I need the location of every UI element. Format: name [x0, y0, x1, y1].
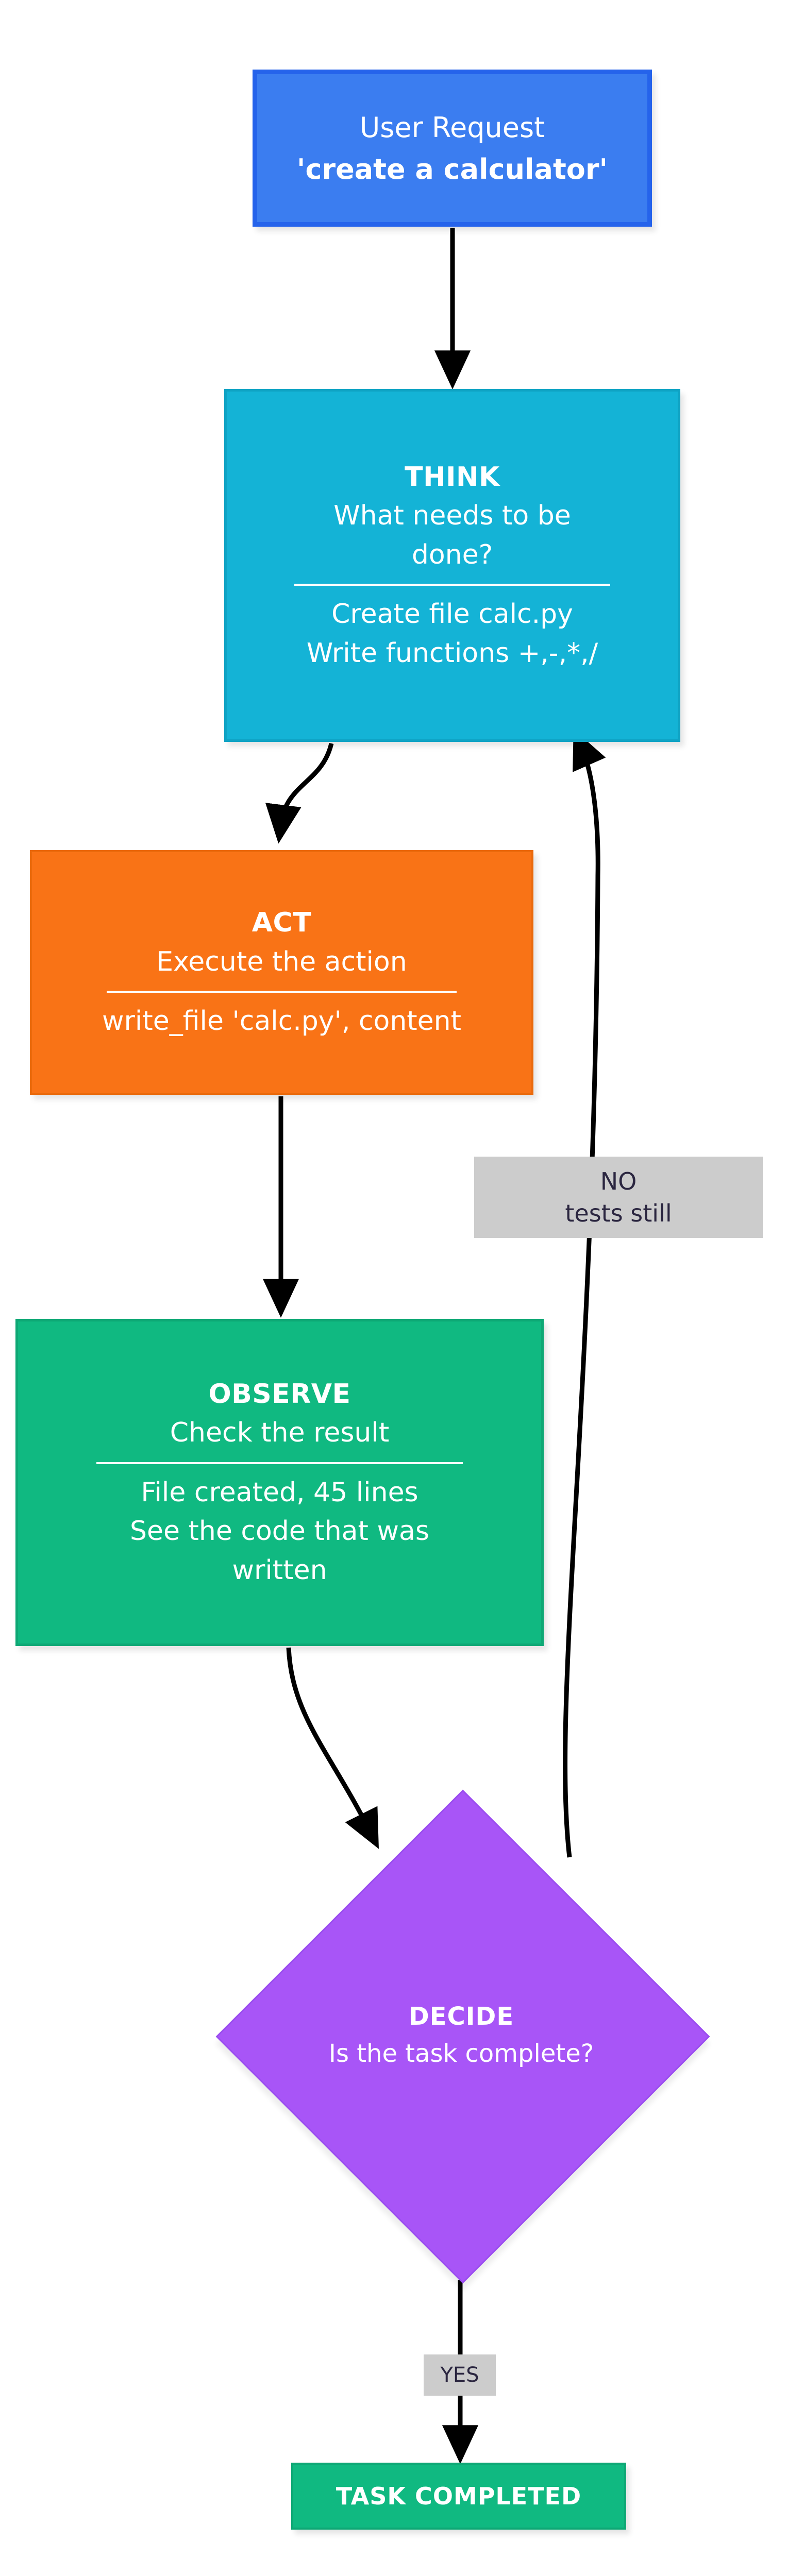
observe-detail-line2: See the code that was written — [130, 1516, 429, 1586]
act-divider — [107, 991, 457, 993]
observe-detail-line1: File created, 45 lines — [141, 1477, 418, 1508]
act-detail-line1: write_file 'calc.py', content — [102, 1006, 461, 1037]
edge-label-no-line2: tests still — [565, 1199, 672, 1227]
node-decide[interactable]: DECIDE Is the task complete? — [215, 1789, 710, 2284]
node-think[interactable]: THINK What needs to be done? Create file… — [224, 389, 680, 742]
act-title: ACT — [252, 907, 312, 939]
edge-think-to-act — [265, 742, 334, 844]
think-subtitle: What needs to be done? — [333, 500, 571, 570]
think-detail-line2: Write functions +,-,*,/ — [306, 637, 598, 669]
decide-subtitle: Is the task complete? — [328, 2039, 594, 2068]
decide-text-layer: DECIDE Is the task complete? — [216, 1790, 706, 2280]
task-completed-title: TASK COMPLETED — [336, 2482, 582, 2510]
observe-divider — [96, 1462, 463, 1464]
think-divider — [294, 584, 610, 586]
edge-label-yes: YES — [424, 2354, 496, 2396]
observe-title: OBSERVE — [208, 1379, 351, 1410]
node-observe[interactable]: OBSERVE Check the result File created, 4… — [15, 1319, 544, 1646]
act-subtitle: Execute the action — [156, 946, 407, 977]
observe-subtitle: Check the result — [170, 1417, 390, 1449]
decide-title: DECIDE — [408, 2002, 514, 2031]
think-detail-line1: Create file calc.py — [331, 599, 573, 630]
edge-decide-to-think-no — [563, 729, 606, 1858]
node-act[interactable]: ACT Execute the action write_file 'calc.… — [30, 850, 533, 1095]
edge-label-no: NO tests still — [474, 1157, 763, 1238]
edge-label-no-line1: NO — [600, 1167, 637, 1195]
node-task-completed[interactable]: TASK COMPLETED — [291, 2463, 626, 2530]
user-request-line2: 'create a calculator' — [296, 152, 608, 185]
think-title: THINK — [405, 462, 500, 493]
user-request-line1: User Request — [359, 111, 545, 144]
edge-label-yes-text: YES — [440, 2363, 479, 2387]
node-user-request[interactable]: User Request 'create a calculator' — [253, 70, 652, 227]
